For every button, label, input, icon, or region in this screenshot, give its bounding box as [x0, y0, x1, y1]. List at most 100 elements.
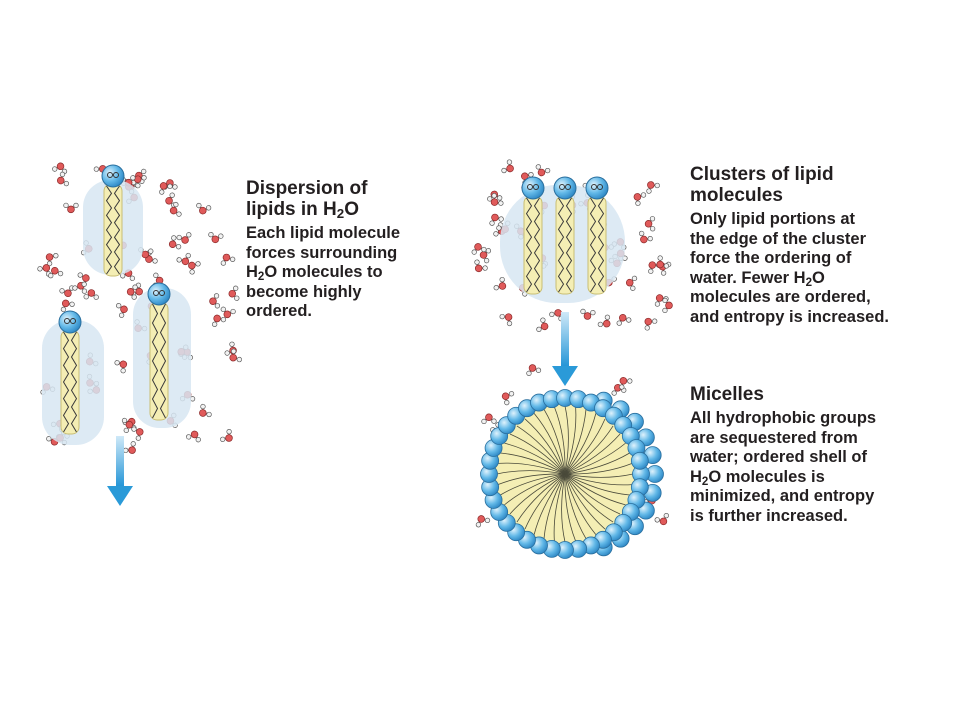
water-molecule-icon: [474, 259, 488, 273]
water-molecule-icon: [501, 391, 515, 406]
lipid-tail: [564, 452, 630, 475]
lipid-tail: [564, 462, 633, 475]
lipid-tail: [561, 473, 566, 543]
lipid-tail: [564, 473, 630, 496]
lipid-tail: [533, 413, 566, 475]
water-molecule-icon: [220, 253, 236, 266]
water-molecule-icon: [45, 253, 59, 267]
lipid-tail: [500, 473, 566, 496]
water-molecule-icon: [481, 413, 497, 425]
lipid-tail: [564, 433, 621, 475]
water-molecule-icon: [209, 293, 221, 309]
clusters-title: Clusters of lipid molecules: [690, 164, 834, 206]
lipid-tail: [497, 462, 566, 475]
lipid-tail: [564, 473, 634, 478]
lipid-tail: [564, 405, 569, 475]
water-molecule-icon: [493, 276, 507, 291]
water-molecule-icon: [229, 348, 242, 363]
micelles-title: Micelles: [690, 384, 764, 405]
micelle-icon: [480, 389, 664, 559]
water-molecule-icon: [208, 231, 224, 244]
water-molecule-icon: [72, 282, 88, 294]
water-molecule-icon: [134, 175, 147, 189]
water-molecule-icon: [536, 317, 549, 333]
water-molecule-icon: [63, 202, 79, 214]
lipid-tail: [564, 425, 614, 475]
lipid-molecule-icon: [553, 176, 577, 295]
dispersion-caption: Dispersion of lipids in H2O Each lipid m…: [246, 178, 446, 322]
water-molecule-icon: [114, 360, 128, 374]
lipid-molecules: [58, 164, 609, 435]
water-molecule-icon: [126, 284, 138, 300]
water-molecule-icon: [159, 182, 173, 195]
water-molecule-icon: [123, 441, 136, 454]
lipid-molecule-icon: [521, 176, 545, 295]
water-molecule-icon: [199, 403, 212, 418]
water-molecule-icon: [121, 417, 134, 434]
water-molecule-icon: [169, 201, 182, 217]
water-molecule-icon: [471, 243, 487, 255]
lipid-tail: [500, 452, 566, 475]
water-molecule-icon: [619, 377, 633, 390]
water-molecule-icon: [479, 248, 492, 264]
lipid-tail: [553, 406, 566, 475]
water-molecule-icon: [52, 162, 68, 174]
dispersion-title: Dispersion of lipids in H2O: [246, 178, 368, 221]
dispersion-description: Each lipid molecule forces surrounding H…: [246, 224, 401, 320]
micelles-caption: Micelles All hydrophobic groups are sequ…: [690, 384, 940, 526]
lipid-tail: [564, 473, 606, 530]
lipid-tail: [497, 473, 566, 486]
water-molecule-icon: [228, 285, 240, 301]
lipid-tail: [564, 409, 587, 475]
lipid-tail: [524, 473, 566, 530]
lipid-molecule-icon: [147, 282, 171, 421]
water-molecule-icon: [131, 426, 144, 441]
lipid-tail: [564, 418, 606, 475]
water-molecule-icon: [616, 314, 632, 326]
lipid-tail: [504, 473, 566, 506]
water-molecule-icon: [501, 159, 514, 174]
water-molecule-icon: [662, 297, 673, 314]
lipid-tail: [524, 418, 566, 475]
lipid-tail: [564, 413, 597, 475]
water-molecule-icon: [654, 512, 669, 526]
water-molecule-icon: [176, 232, 192, 244]
clusters-description: Only lipid portions at the edge of the c…: [690, 210, 889, 326]
water-molecule-icon: [56, 171, 70, 187]
water-molecule-icon: [499, 313, 513, 327]
lipid-tail: [516, 425, 566, 475]
lipid-tail: [496, 470, 566, 475]
water-molecule-icon: [165, 192, 177, 208]
water-molecule-icon: [490, 193, 504, 206]
clusters-caption: Clusters of lipid molecules Only lipid p…: [690, 164, 940, 327]
water-molecule-icon: [644, 216, 656, 232]
lipid-tail: [564, 473, 577, 542]
lipid-molecule-icon: [58, 310, 82, 435]
water-molecule-icon: [633, 192, 647, 206]
lipid-tail: [564, 406, 577, 475]
lipid-tail: [533, 473, 566, 535]
lipid-tail: [509, 433, 566, 475]
lipid-tail: [564, 473, 597, 535]
water-molecule-icon: [611, 384, 627, 396]
lipid-tail: [543, 409, 566, 475]
lipid-tail: [564, 473, 587, 539]
water-molecule-icon: [77, 272, 90, 287]
water-molecule-icon: [60, 299, 75, 313]
water-molecule-icon: [48, 266, 64, 279]
lipid-molecule-icon: [585, 176, 609, 295]
water-molecule-icon: [116, 303, 128, 318]
arrows: [107, 312, 578, 506]
lipid-tail: [564, 473, 633, 486]
water-molecule-icon: [168, 235, 182, 250]
lipid-tail: [543, 473, 566, 539]
lipid-tail: [516, 473, 566, 523]
water-molecule-icon: [188, 261, 201, 275]
lipid-tail: [564, 442, 626, 475]
lipid-molecule-icon: [101, 164, 125, 277]
lipid-head-icon: [630, 451, 649, 470]
water-molecule-icon: [644, 317, 658, 331]
water-molecule-icon: [220, 306, 236, 319]
lipid-tail: [564, 473, 621, 515]
